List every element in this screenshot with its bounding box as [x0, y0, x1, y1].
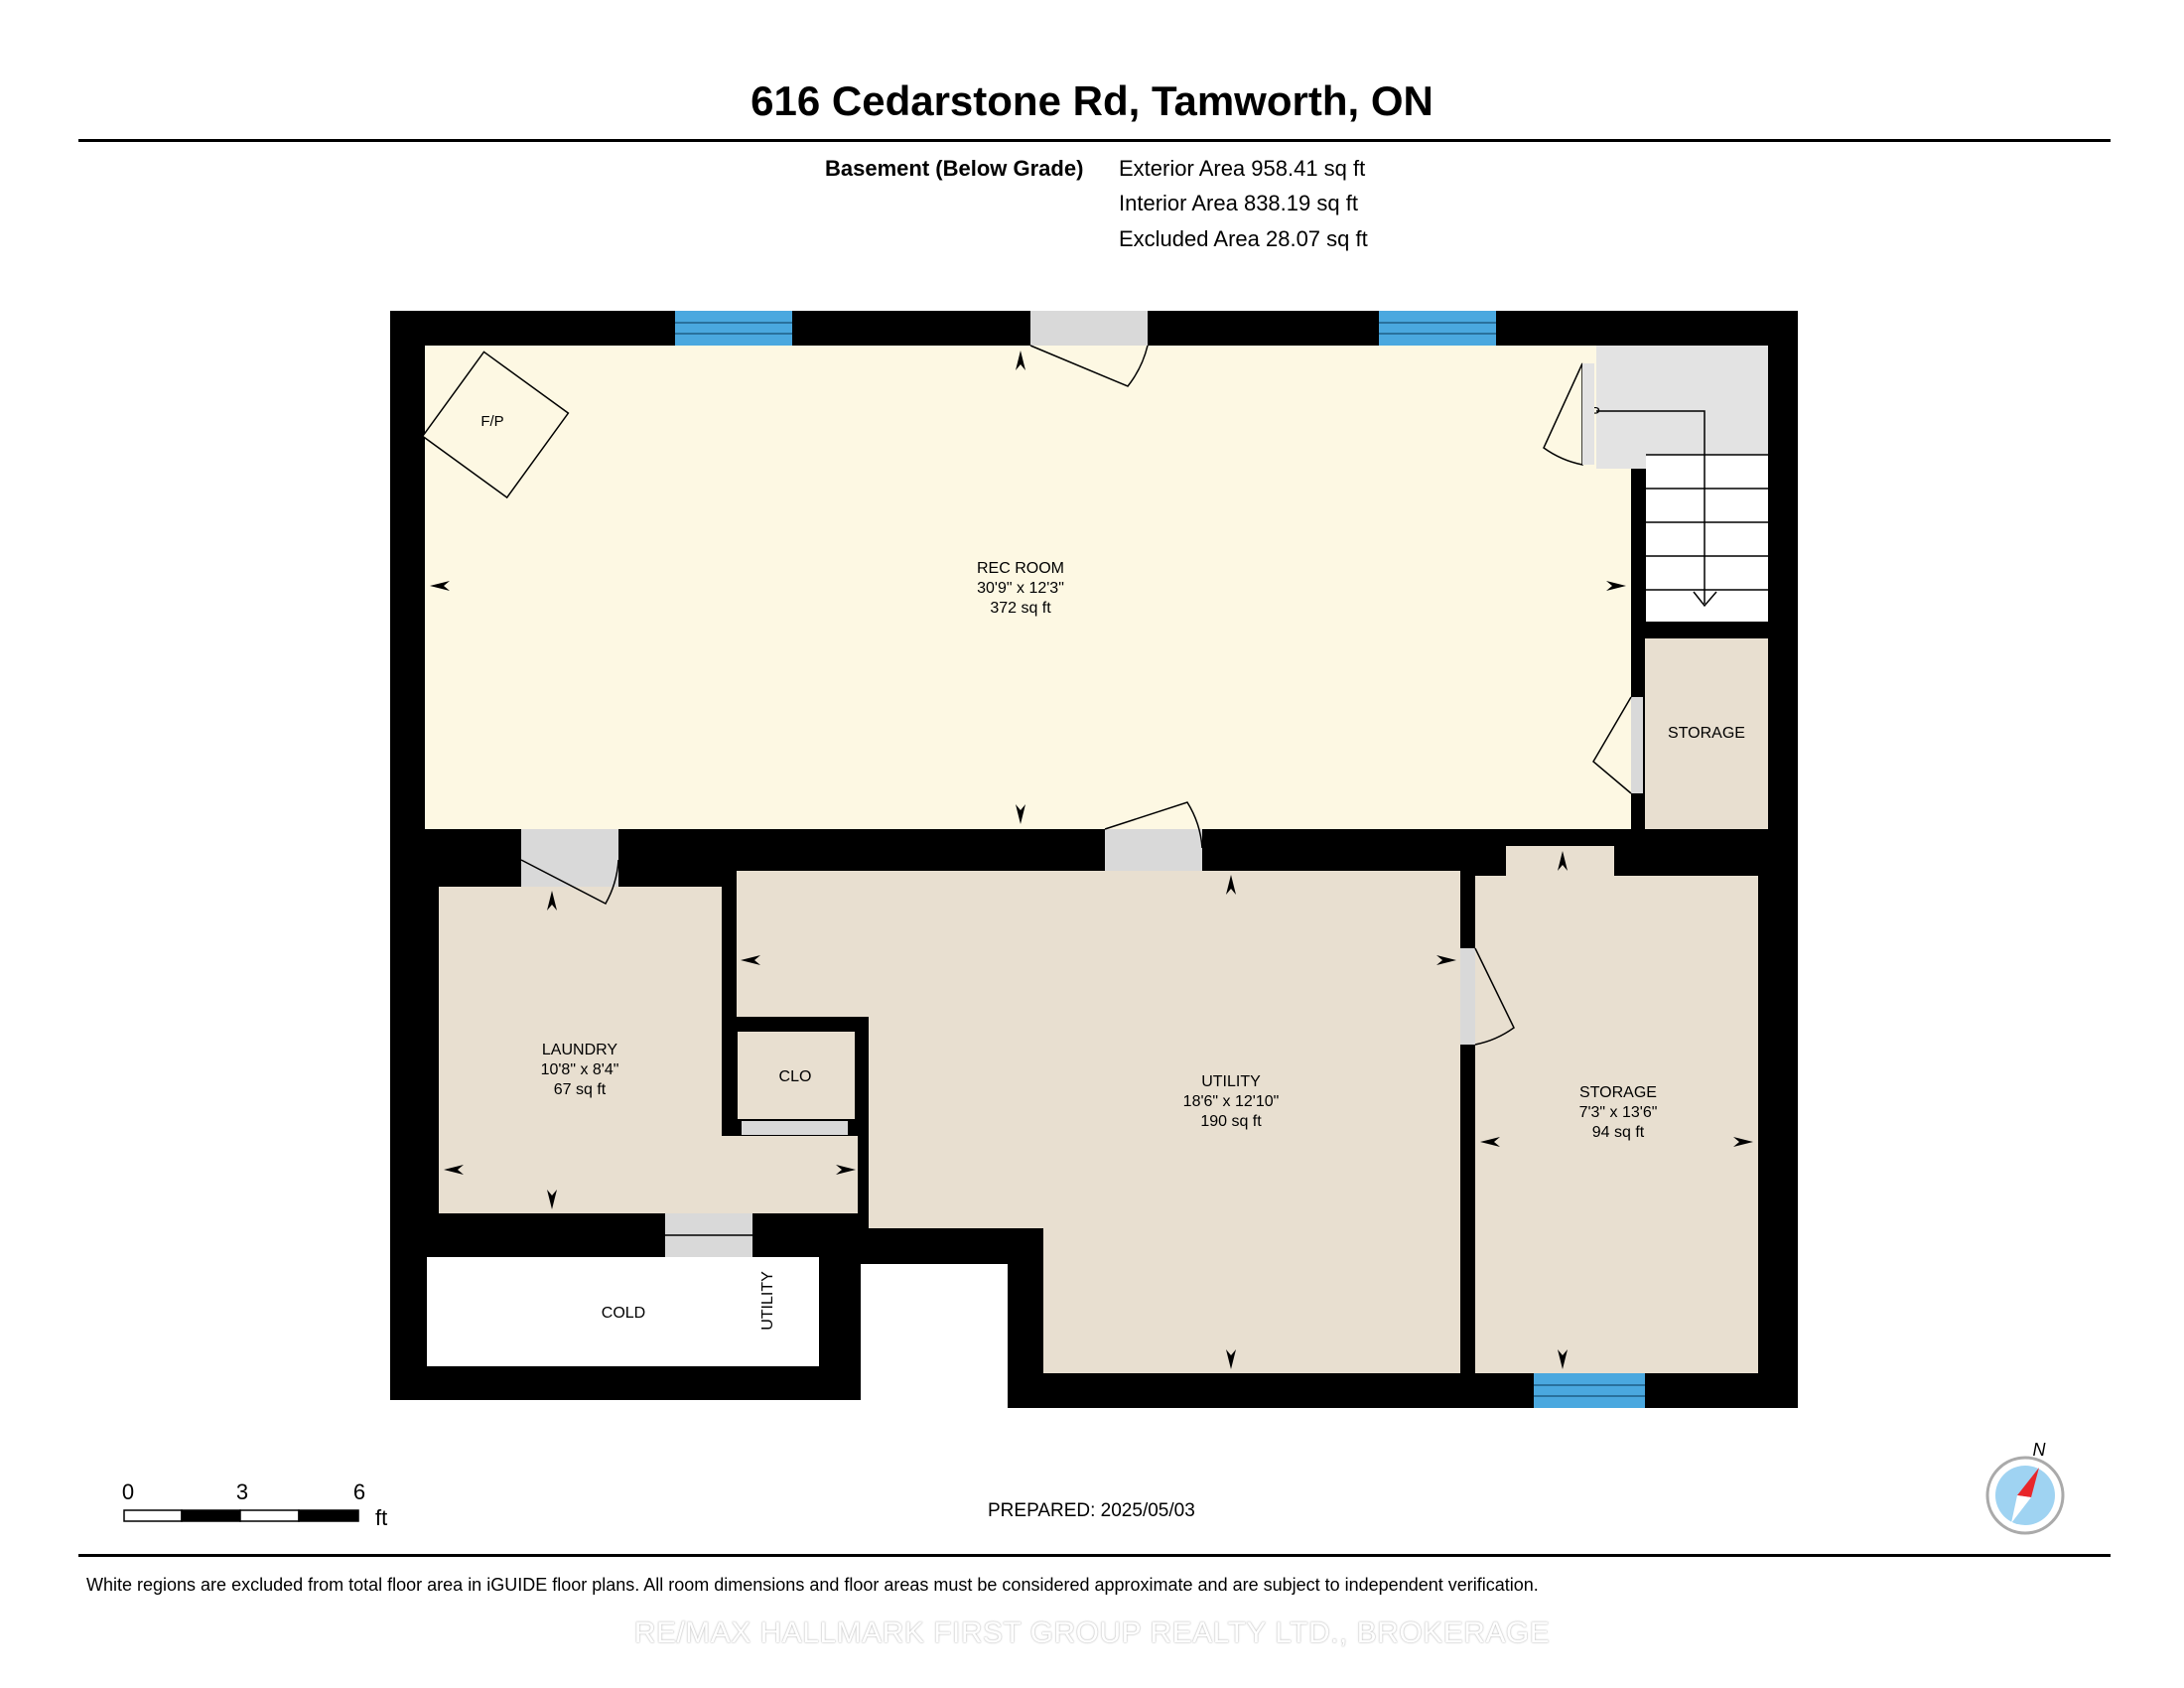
footer-rule [78, 1554, 2111, 1557]
level-label: Basement (Below Grade) [825, 156, 1084, 181]
excluded-region [861, 1264, 1008, 1408]
windows [675, 311, 1645, 1408]
scale-unit: ft [375, 1505, 387, 1530]
header-rule [78, 139, 2111, 142]
window-north-left [675, 311, 792, 346]
stairs-arrowhead [1693, 591, 1717, 608]
laundry-dims: 10'8" x 8'4" [541, 1061, 619, 1078]
rec-room-dims: 30'9" x 12'3" [977, 580, 1064, 597]
compass-needle-south [2011, 1495, 2031, 1523]
dimension-markers [430, 351, 1753, 1369]
rec-room-name: REC ROOM [977, 560, 1064, 577]
exterior-area: Exterior Area 958.41 sq ft [1119, 156, 1366, 181]
interior-area: Interior Area 838.19 sq ft [1119, 191, 1358, 215]
excluded-area: Excluded Area 28.07 sq ft [1119, 226, 1368, 251]
rec-room-area: 372 sq ft [990, 600, 1051, 617]
laundry-name: LAUNDRY [542, 1042, 618, 1058]
large-storage-floor [1475, 846, 1758, 1373]
closet-floor [738, 1032, 855, 1119]
small-storage-door-swing [1592, 696, 1632, 794]
storage-label: STORAGE 7'3" x 13'6" 94 sq ft [1579, 1084, 1658, 1141]
laundry-floor [439, 887, 858, 1213]
fireplace-label: F/P [480, 413, 503, 430]
compass-needle-north [2017, 1468, 2039, 1497]
cold-room-label: COLD [602, 1305, 645, 1322]
small-storage-door-jamb [1631, 697, 1643, 793]
scale-tick-6: 6 [353, 1479, 365, 1504]
scale-tick-0: 0 [122, 1479, 134, 1504]
cold-room-floor [427, 1257, 819, 1366]
small-storage-floor [1645, 638, 1768, 829]
stairs-run [1646, 455, 1768, 622]
laundry-label: LAUNDRY 10'8" x 8'4" 67 sq ft [541, 1042, 619, 1098]
rec-room-label: REC ROOM 30'9" x 12'3" 372 sq ft [977, 560, 1064, 617]
compass: N [1985, 1440, 2065, 1535]
utility-floor [737, 871, 1460, 1373]
disclaimer: White regions are excluded from total fl… [86, 1575, 1539, 1595]
rec-room-floor [425, 346, 1631, 829]
utility-dims: 18'6" x 12'10" [1183, 1093, 1280, 1110]
utility-name: UTILITY [1201, 1073, 1261, 1090]
small-storage-label: STORAGE [1668, 725, 1745, 742]
stairs-door-swing [1543, 362, 1583, 466]
stairs-treads [1646, 454, 1768, 591]
fireplace [421, 351, 570, 499]
storage-dims: 7'3" x 13'6" [1579, 1104, 1658, 1121]
doors [520, 311, 1515, 1046]
window-north-right [1379, 311, 1496, 346]
utility-label: UTILITY 18'6" x 12'10" 190 sq ft [1183, 1073, 1280, 1130]
scale-bar: 0 3 6 ft [122, 1479, 387, 1530]
stairs-landing-lower [1596, 346, 1646, 455]
storage-name: STORAGE [1579, 1084, 1657, 1101]
stairs-door-jamb [1582, 363, 1594, 465]
laundry-area: 67 sq ft [554, 1081, 607, 1098]
closet-label: CLO [779, 1068, 812, 1085]
scale-tick-3: 3 [236, 1479, 248, 1504]
storage-area: 94 sq ft [1592, 1124, 1645, 1141]
brokerage-watermark: RE/MAX HALLMARK FIRST GROUP REALTY LTD.,… [633, 1617, 1551, 1649]
prepared-date: PREPARED: 2025/05/03 [988, 1500, 1195, 1521]
stairs-direction-arrow [1596, 410, 1706, 604]
utility-area: 190 sq ft [1200, 1113, 1262, 1130]
closet-door [742, 1121, 848, 1135]
compass-n-label: N [2033, 1440, 2047, 1460]
cold-utility-label: UTILITY [759, 1271, 776, 1331]
window-south [1534, 1373, 1645, 1408]
page-title: 616 Cedarstone Rd, Tamworth, ON [751, 77, 1433, 124]
